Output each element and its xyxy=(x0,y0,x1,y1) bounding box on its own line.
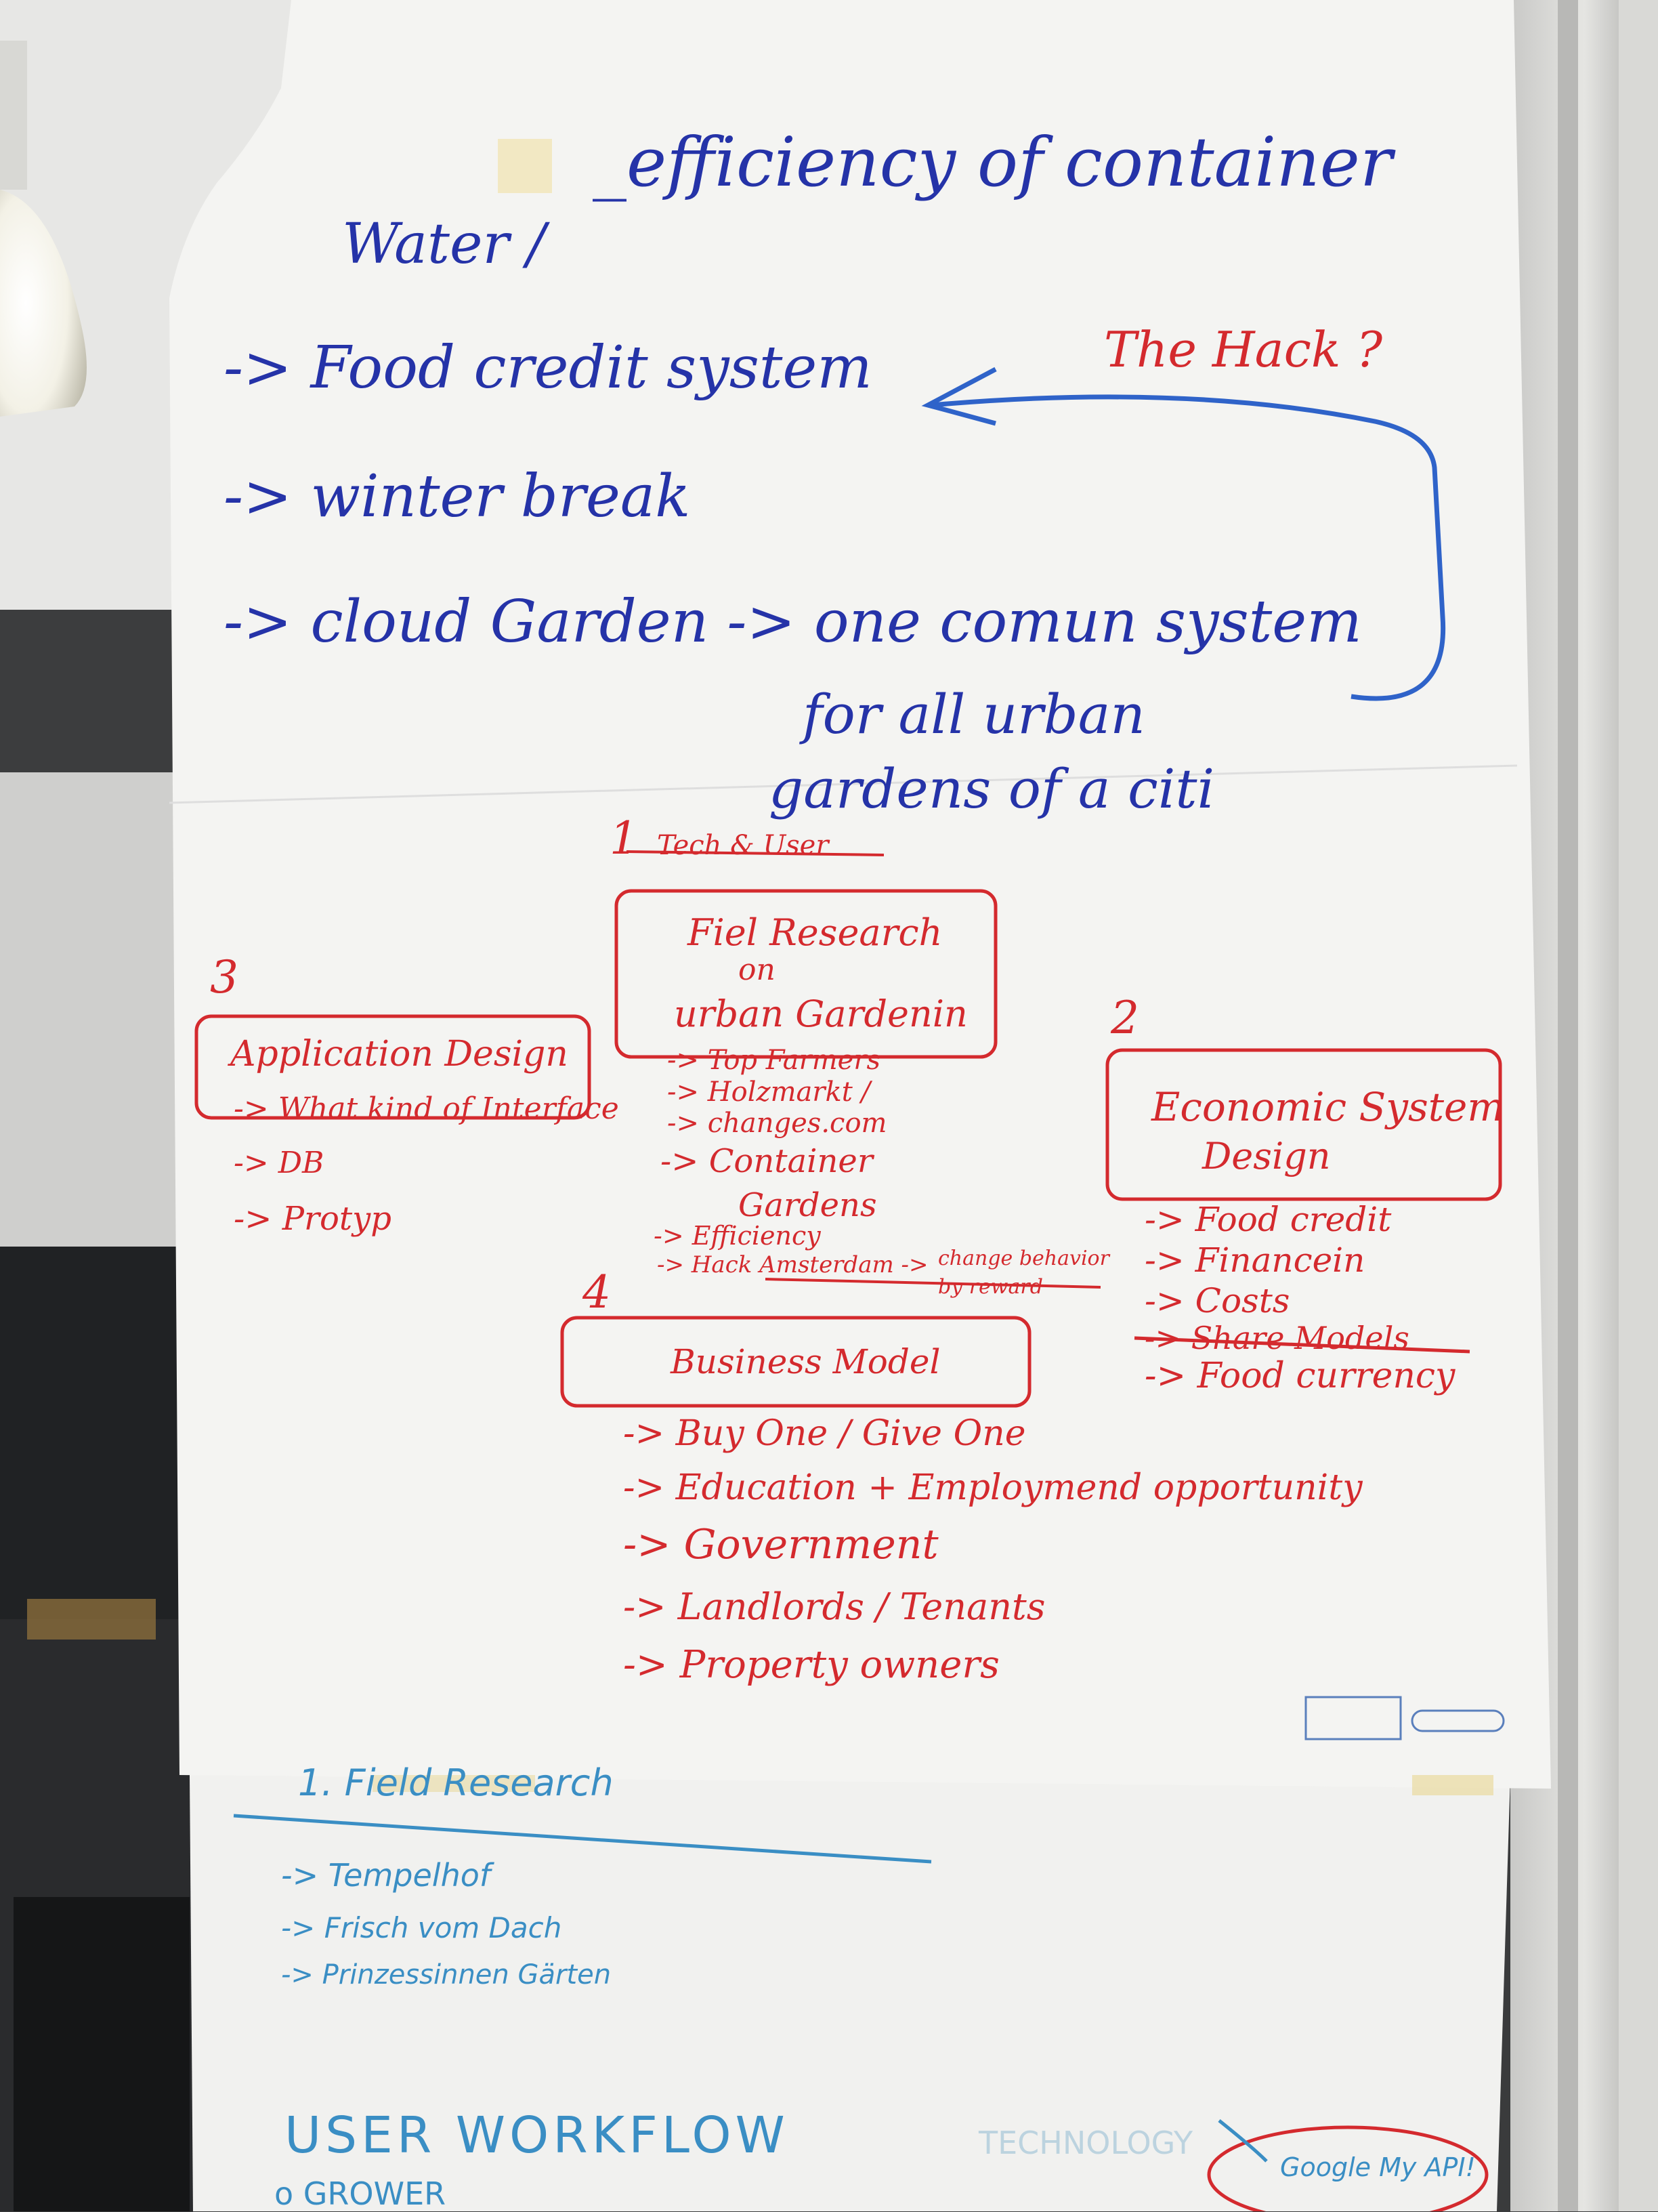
section1-number: 1 xyxy=(610,812,638,864)
efficiency-note: _efficiency of container xyxy=(593,123,1393,202)
field-research-item: -> Frisch vom Dach xyxy=(281,1911,562,1944)
section1-bullet: Gardens xyxy=(738,1186,877,1224)
section4-bullet: -> Landlords / Tenants xyxy=(623,1585,1046,1628)
section2-box-line: Design xyxy=(1202,1135,1331,1177)
field-research-item: -> Prinzessinnen Gärten xyxy=(281,1959,612,1990)
box-application-design xyxy=(194,1014,591,1120)
section4-number: 4 xyxy=(582,1266,611,1318)
urban-line: for all urban xyxy=(803,683,1145,746)
section4-bullet: -> Property owners xyxy=(623,1643,1000,1687)
paper-logo-mark xyxy=(1304,1696,1402,1740)
winter-break-item: -> winter break xyxy=(224,463,691,530)
section1-bullet: -> Hack Amsterdam -> xyxy=(657,1251,929,1278)
section1-bullet: -> Holzmarkt / xyxy=(667,1077,870,1108)
section4-bullet: -> Education + Employmend opportunity xyxy=(623,1467,1363,1508)
user-workflow-title: USER WORKFLOW xyxy=(284,2106,789,2165)
section1-bullet: -> Top Farmers xyxy=(667,1045,880,1076)
section4-bullet: -> Buy One / Give One xyxy=(623,1413,1026,1454)
section2-bullet: -> Food currency xyxy=(1145,1356,1455,1396)
section4-box-line: Business Model xyxy=(671,1342,941,1381)
section2-box-line: Economic System xyxy=(1151,1084,1505,1130)
section1-box-line: urban Gardenin xyxy=(674,993,968,1035)
field-research-header: 1. Field Research xyxy=(298,1761,614,1804)
hack-loop-arrow xyxy=(931,394,1446,701)
city-line: gardens of a citi xyxy=(769,757,1215,820)
box-economic-design xyxy=(1105,1048,1502,1201)
box-business-model xyxy=(560,1316,1032,1408)
section2-bullet: -> Financein xyxy=(1145,1240,1365,1280)
section3-number: 3 xyxy=(210,951,238,1003)
paper-brand-mark xyxy=(1411,1709,1505,1732)
grower-item: o GROWER xyxy=(274,2175,446,2212)
section1-side-note: change behavior xyxy=(938,1247,1109,1270)
section2-bullet: -> Costs xyxy=(1145,1281,1290,1320)
section1-box-line: Fiel Research xyxy=(687,911,943,954)
google-api-note: Google My API! xyxy=(1280,2152,1476,2182)
box-field-research xyxy=(614,889,998,1059)
section1-box-line: on xyxy=(738,953,775,987)
section1-bullet: -> Container xyxy=(660,1142,873,1180)
section3-bullet: -> DB xyxy=(234,1146,324,1180)
food-credit-item: -> Food credit system xyxy=(224,334,872,402)
section1-side-note: by reward xyxy=(938,1275,1043,1299)
bottom-flipchart-sheet xyxy=(190,1775,1510,2211)
section3-bullet: -> What kind of Interface xyxy=(234,1091,619,1126)
field-research-item: -> Tempelhof xyxy=(281,1857,491,1894)
water-note: Water / xyxy=(342,212,546,276)
section1-subtitle: Tech & User xyxy=(657,830,829,861)
section4-bullet: -> Government xyxy=(623,1521,939,1568)
section2-bullet: -> Share Models xyxy=(1145,1320,1409,1356)
section3-box-line: Application Design xyxy=(230,1034,568,1074)
section3-bullet: -> Protyp xyxy=(234,1200,391,1238)
bottom-sheet-divider xyxy=(233,1814,932,1864)
section1-bullet: -> Efficiency xyxy=(654,1221,821,1251)
section2-bullet: -> Food credit xyxy=(1145,1200,1392,1239)
ceiling-lamp xyxy=(0,41,87,417)
arrowhead-icon xyxy=(921,367,997,426)
section1-bullet: -> changes.com xyxy=(667,1108,887,1139)
hack-label: The Hack ? xyxy=(1104,321,1383,378)
technology-note: TECHNOLOGY xyxy=(979,2125,1193,2161)
cloud-garden-item: -> cloud Garden -> one comun system xyxy=(224,588,1362,656)
section2-number: 2 xyxy=(1111,992,1139,1044)
